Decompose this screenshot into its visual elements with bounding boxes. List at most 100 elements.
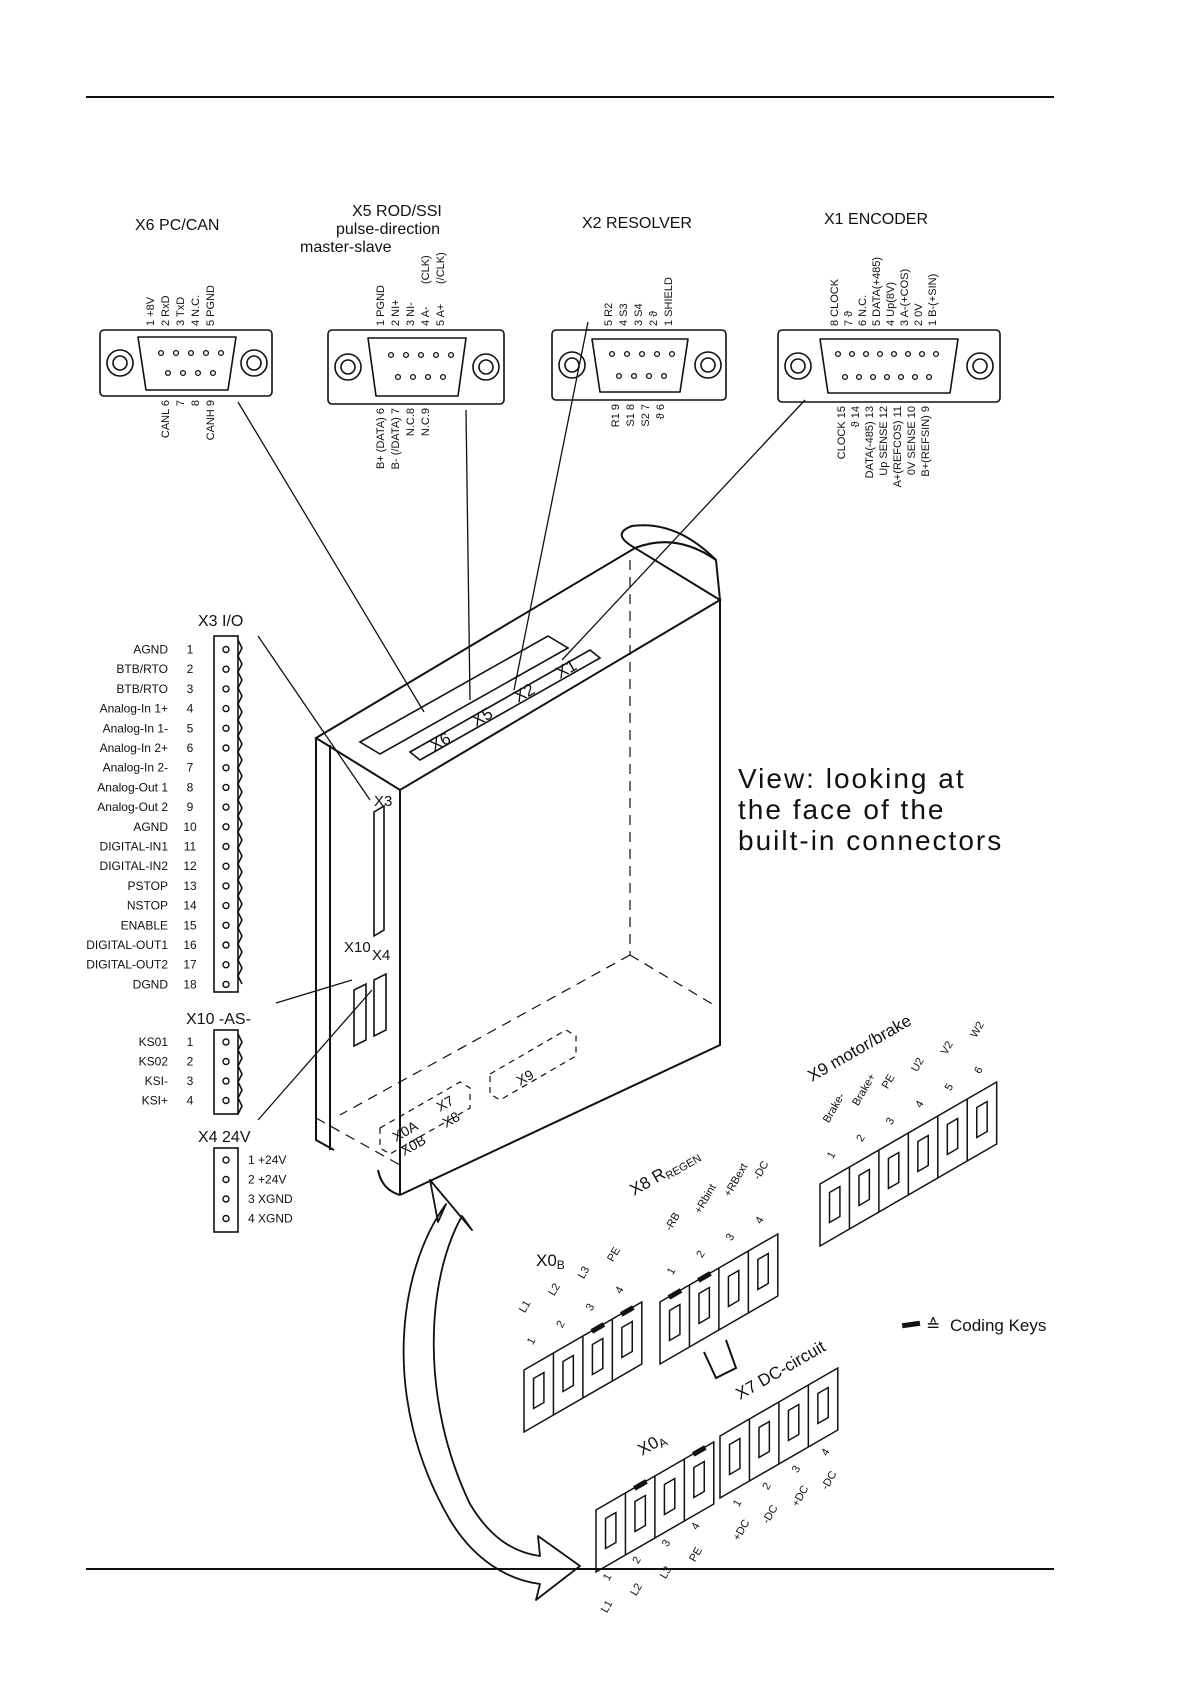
pin-name: Analog-In 2- [103,761,168,775]
legend-symbol: ≙ [926,1316,940,1335]
pin-label: 2 NI+ [390,299,402,326]
top-slot-labels: X6 X5 X2 X1 [427,656,581,756]
pin-label: (/CLK) [435,252,447,284]
pin-number: 1 [525,1336,538,1347]
pin-number: 17 [183,958,197,972]
top-rule [86,96,1054,98]
pin-number: 4 [613,1285,626,1296]
connector-frame [719,1366,839,1500]
x6-dsub-connector [99,329,273,397]
pin-label: -DC [760,1503,780,1526]
x9-title: X9 motor/brake [805,1011,915,1086]
view-note: View: looking at the face of the built-i… [738,763,1003,856]
pin-label: 5 PGND [205,285,217,326]
x1-dsub-connector [777,329,1001,403]
x1-title: X1 ENCODER [824,211,928,228]
pin-number: 1 [665,1266,678,1277]
pin-label: 2 RxD [160,295,172,326]
x1-pin-holes [834,350,940,381]
pin-label: 2 ϑ [648,311,660,326]
pin-label: -DC [819,1469,839,1492]
pin-number: 2 [554,1319,567,1330]
pin-label: 3 S4 [633,303,645,326]
pin-name: KSI+ [142,1094,168,1108]
pin-number: 4 [913,1099,926,1110]
pin-number: 8 [187,780,194,794]
pin-number: 2 [187,1055,194,1069]
pin-number: 9 [187,800,194,814]
legend-label: Coding Keys [950,1316,1046,1335]
pin-label: +RBext [722,1161,751,1199]
x4-title: X4 24V [198,1129,251,1146]
slot-label-x4: X4 [372,947,390,964]
terminal-hole [222,665,230,673]
pin-name: Analog-In 1+ [100,702,168,716]
terminal-slot [817,1386,830,1425]
pin-label: V2 [939,1039,956,1057]
front-slots [353,804,387,1048]
view-note-line-3: built-in connectors [738,825,1003,856]
x2-dsub-connector [551,329,727,401]
pin-number: 5 [943,1082,956,1093]
terminal-hole [222,783,230,792]
pin-number: 7 [187,761,194,775]
x6-pin-holes [157,349,225,377]
terminal-slot [532,1371,545,1410]
pin-label: PE [687,1545,705,1564]
bottom-rule [86,1568,1054,1570]
x8-title: X8 RREGEN [627,1145,704,1202]
x5-title: X5 ROD/SSI [352,203,442,220]
pin-name: KS02 [139,1055,169,1069]
pin-label: B- (/DATA) 7 [390,408,402,469]
pin-name: ENABLE [121,918,168,932]
x2-top-pins: 5 R2 4 S3 3 S4 2 ϑ 1 SHIELD [603,277,675,326]
pin-number: 13 [183,879,197,893]
pin-name: DIGITAL-IN1 [100,840,169,854]
pin-name: Analog-Out 2 [97,800,168,814]
pin-label: +Rbint [692,1182,718,1216]
pin-label: CANL 6 [160,400,172,438]
pin-label: Brake+ [850,1072,878,1108]
terminal-hole [222,980,230,989]
pin-label: PE [605,1245,623,1264]
x1-top-pins: 8 CLOCK 7 ϑ 6 N.C. 5 DATA(+485) 4 Up(8V)… [829,257,939,326]
terminal-slot [663,1477,676,1516]
pin-label: 4 S3 [618,303,630,326]
connector-bridge [703,1339,738,1380]
x10-terminal-block [213,1029,243,1115]
slot-label-x7: X7 [434,1092,457,1115]
pin-label: 3 TxD [175,297,187,326]
pin-label: L1 [599,1598,616,1615]
pin-name: KS01 [139,1035,169,1049]
x0a-title: X0A [635,1429,670,1462]
pin-label: 1 B-(+SIN) [927,274,939,326]
pin-label: L2 [546,1281,563,1298]
pin-number: 4 [187,702,194,716]
coding-key-icon [901,1320,921,1329]
terminal-hole [222,1175,230,1184]
x3-terminal-block [213,635,243,993]
pin-label: S1 8 [625,404,637,427]
pin-number: 18 [183,977,197,991]
terminal-hole [222,1038,230,1046]
x8-power-connector [659,1232,779,1366]
connector-frame [595,1440,715,1574]
terminal-slot [562,1354,575,1393]
pin-number: 2 [630,1555,643,1566]
x5-subtitle-2: master-slave [300,239,392,256]
x0b-title-main: X0 [536,1251,557,1270]
x4-terminal-holes [222,1156,230,1223]
x7-power-connector [719,1366,839,1500]
terminal-hole [222,1077,230,1085]
x5-top-pins: 1 PGND 2 NI+ 3 NI- 4 A- 5 A+ (CLK) (/CLK… [375,252,447,326]
pin-number: 2 [187,662,194,676]
terminal-slot [917,1134,930,1173]
terminal-slot [828,1185,841,1224]
